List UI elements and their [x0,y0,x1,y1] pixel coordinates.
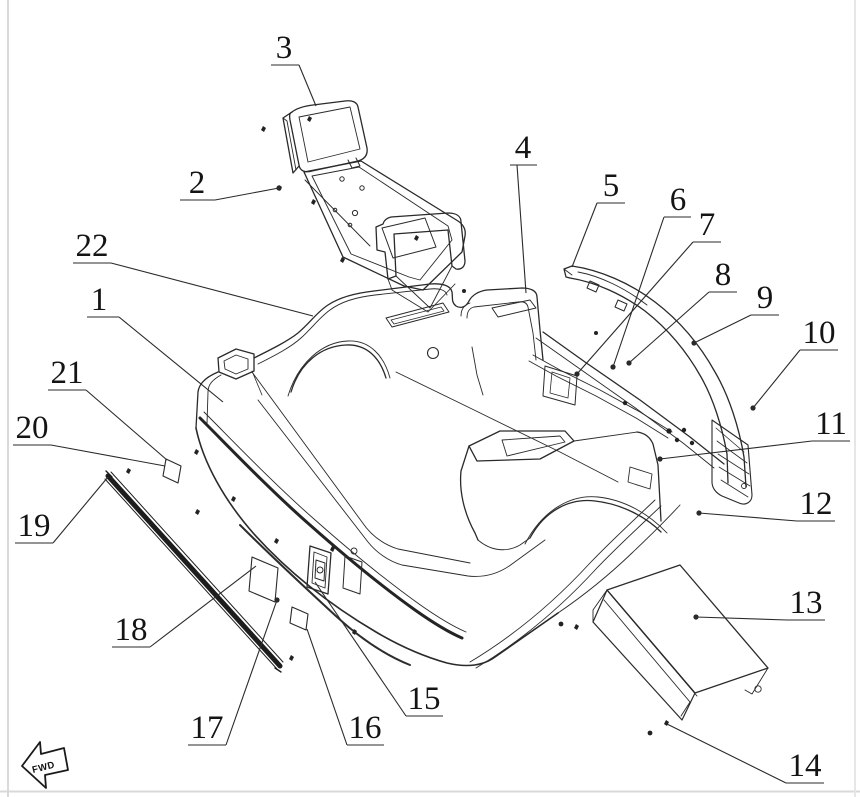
rear-body-drawing [195,283,725,669]
callout-endpoint-dot [274,597,280,603]
callout-number-5: 5 [603,168,620,204]
callout-number-14: 14 [789,748,822,784]
callout-14: 14 [666,723,824,784]
callout-endpoint-dot [276,185,282,191]
callout-leader-line [752,349,801,409]
fwd-arrow: FWD [21,741,69,789]
callout-leader-line [225,599,278,746]
callout-leader-line [298,64,317,107]
callout-number-18: 18 [115,612,148,648]
callout-leader-line [85,389,168,461]
callout-number-11: 11 [815,406,847,442]
callout-leader-line [576,241,694,375]
callout-5: 5 [571,168,625,268]
callout-number-6: 6 [670,182,687,218]
callout-leader-line [695,616,788,621]
callout-16: 16 [306,628,384,746]
callout-3: 3 [271,30,317,107]
callout-4: 4 [510,130,537,294]
callout-number-7: 7 [699,207,716,243]
callout-number-3: 3 [276,30,293,66]
callout-number-2: 2 [189,165,206,201]
callout-leader-line [314,581,407,717]
callout-2: 2 [180,165,282,201]
callout-8: 8 [626,257,737,366]
callout-leader-line [666,723,787,784]
callout-endpoint-dot [693,614,699,620]
pad-18 [248,556,279,603]
pad-21-20 [162,458,182,484]
callout-number-15: 15 [408,681,441,717]
callout-leader-line [306,628,348,746]
callout-number-16: 16 [349,710,382,746]
callout-endpoint-dot [696,510,702,516]
callout-21: 21 [48,355,168,461]
callout-number-12: 12 [800,486,833,522]
callout-11: 11 [657,406,850,462]
callout-17: 17 [188,597,280,746]
callout-endpoint-dot [626,360,632,366]
callout-leader-line [628,291,710,364]
callout-leader-line [571,202,598,268]
callout-number-9: 9 [757,280,774,316]
trim-strip-drawing [104,470,284,673]
callout-leader-line [698,512,798,522]
callout-leader-line [659,440,813,460]
callout-20: 20 [13,410,166,467]
callout-9: 9 [691,280,779,346]
callout-leader-line [118,316,224,403]
callout-number-1: 1 [91,282,108,318]
mount-pads-drawing [162,458,309,631]
callout-15: 15 [314,581,443,717]
callout-leader-line [50,444,166,467]
callout-12: 12 [696,486,835,522]
callout-endpoint-dot [574,371,580,377]
callout-number-4: 4 [515,130,532,166]
callout-leader-line [214,187,280,201]
callout-18: 18 [112,565,257,648]
fasteners [126,185,695,736]
callout-endpoint-dot [657,456,663,462]
callout-number-8: 8 [715,257,732,293]
bumper-rail-drawing [563,265,753,505]
callout-endpoint-dot [750,405,756,411]
fwd-label: FWD [31,760,56,776]
callout-10: 10 [750,315,838,411]
cover-plate-drawing [592,564,769,721]
callout-number-10: 10 [803,315,836,351]
callout-1: 1 [87,282,224,403]
callout-19: 19 [15,476,109,544]
callout-number-22: 22 [76,228,109,264]
callout-leader-line [149,565,257,648]
callout-leader-line [52,476,109,544]
callout-leader-line [612,216,665,368]
callout-7: 7 [574,207,721,377]
pad-16 [289,606,309,631]
callout-number-21: 21 [51,355,84,391]
callout-leader-line [516,164,527,294]
callout-endpoint-dot [610,364,616,370]
callout-leader-line [693,314,752,344]
callout-number-17: 17 [191,710,224,746]
callout-number-19: 19 [18,508,51,544]
callout-22: 22 [73,228,314,317]
callout-number-13: 13 [790,585,823,621]
callout-endpoint-dot [691,340,697,346]
callout-6: 6 [610,182,691,370]
callout-number-20: 20 [16,410,49,446]
callout-13: 13 [693,585,825,621]
callout-leader-line [110,262,314,317]
cargo-basket-drawing [261,100,466,313]
